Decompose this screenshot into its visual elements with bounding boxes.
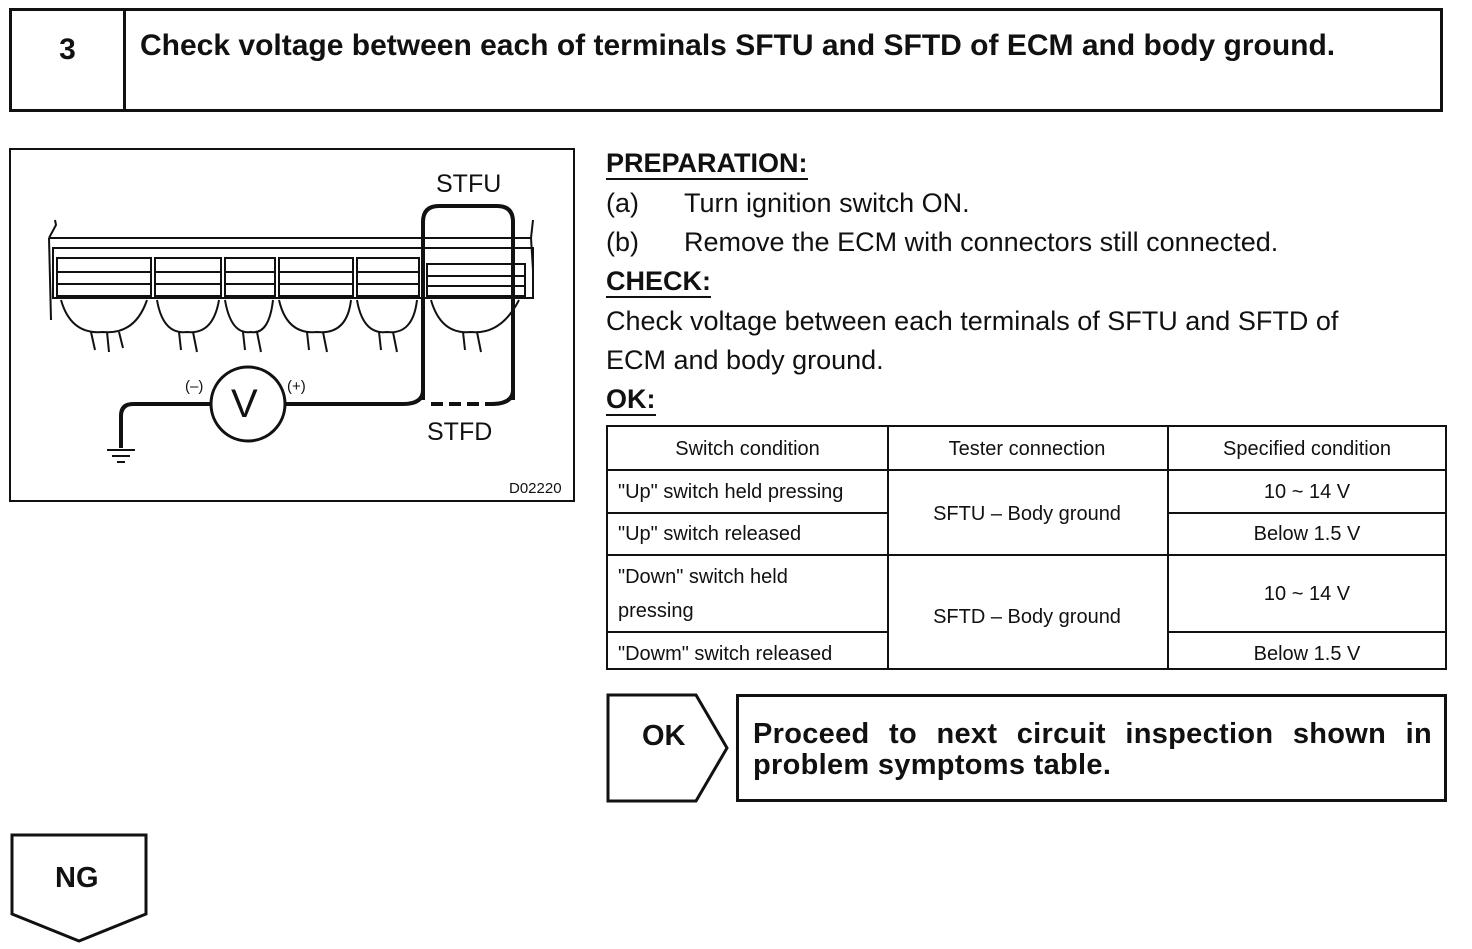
table-cell-connection: SFTU – Body ground — [933, 503, 1121, 525]
positive-terminal-label: (+) — [287, 378, 306, 395]
step-text: Turn ignition switch ON. — [684, 188, 970, 218]
label-stfu: STFU — [436, 170, 502, 198]
step-marker: (b) — [606, 227, 639, 257]
table-cell-spec: Below 1.5 V — [1253, 523, 1361, 545]
table-header: Tester connection — [948, 438, 1106, 460]
connector-3 — [224, 257, 276, 297]
ng-result-arrow: NG — [9, 832, 149, 944]
label-stfd: STFD — [427, 418, 493, 446]
preparation-step-b: (b) Remove the ECM with connectors still … — [606, 227, 1278, 257]
connector-4 — [278, 257, 354, 297]
preparation-heading: PREPARATION: — [606, 148, 808, 180]
right-arrow-shape — [606, 693, 729, 803]
ground-symbol — [107, 449, 135, 463]
step-number: 3 — [12, 11, 126, 109]
step-title: Check voltage between each of terminals … — [140, 29, 1336, 62]
ecm-wiring-diagram: STFU STFD V (–) (+) D02220 — [9, 148, 575, 502]
step-text: Remove the ECM with connectors still con… — [684, 227, 1279, 257]
negative-terminal-label: (–) — [185, 378, 204, 395]
step-marker: (a) — [606, 188, 639, 218]
table-cell-spec: 10 ~ 14 V — [1263, 481, 1351, 503]
table-cell-condition: "Dowm" switch released — [618, 643, 833, 665]
ecm-diagram-drawing — [48, 204, 534, 463]
ok-heading: OK: — [606, 384, 656, 416]
check-text-line-1: Check voltage between each terminals of … — [606, 306, 1339, 336]
voltmeter-icon — [209, 365, 287, 443]
table-cell-condition: "Up" switch held pressing — [618, 481, 844, 503]
table-header: Switch condition — [675, 438, 820, 460]
down-arrow-shape — [10, 833, 148, 943]
connector-6 — [426, 263, 526, 297]
ok-label: OK — [642, 720, 686, 752]
connector-1 — [56, 257, 152, 297]
step-header: 3 Check voltage between each of terminal… — [9, 8, 1443, 112]
preparation-step-a: (a) Turn ignition switch ON. — [606, 188, 970, 218]
ok-result-arrow: OK — [606, 692, 730, 804]
table-cell-condition: "Down" switch held pressing — [618, 566, 788, 622]
check-heading: CHECK: — [606, 266, 711, 298]
check-text-line-2: ECM and body ground. — [606, 345, 884, 375]
specification-table: Switch condition Tester connection Speci… — [606, 425, 1447, 670]
table-cell-spec: 10 ~ 14 V — [1263, 583, 1351, 605]
connector-5 — [356, 257, 420, 297]
table-cell-spec: Below 1.5 V — [1253, 643, 1361, 665]
table-cell-condition: "Up" switch released — [618, 523, 802, 545]
voltmeter-symbol: V — [231, 382, 258, 426]
table-cell-connection: SFTD – Body ground — [933, 606, 1121, 628]
figure-code: D02220 — [509, 480, 562, 497]
connector-2 — [154, 257, 222, 297]
table-header: Specified condition — [1223, 438, 1391, 460]
ng-label: NG — [55, 862, 99, 894]
ok-action-box: Proceed to next circuit inspection shown… — [736, 694, 1447, 802]
